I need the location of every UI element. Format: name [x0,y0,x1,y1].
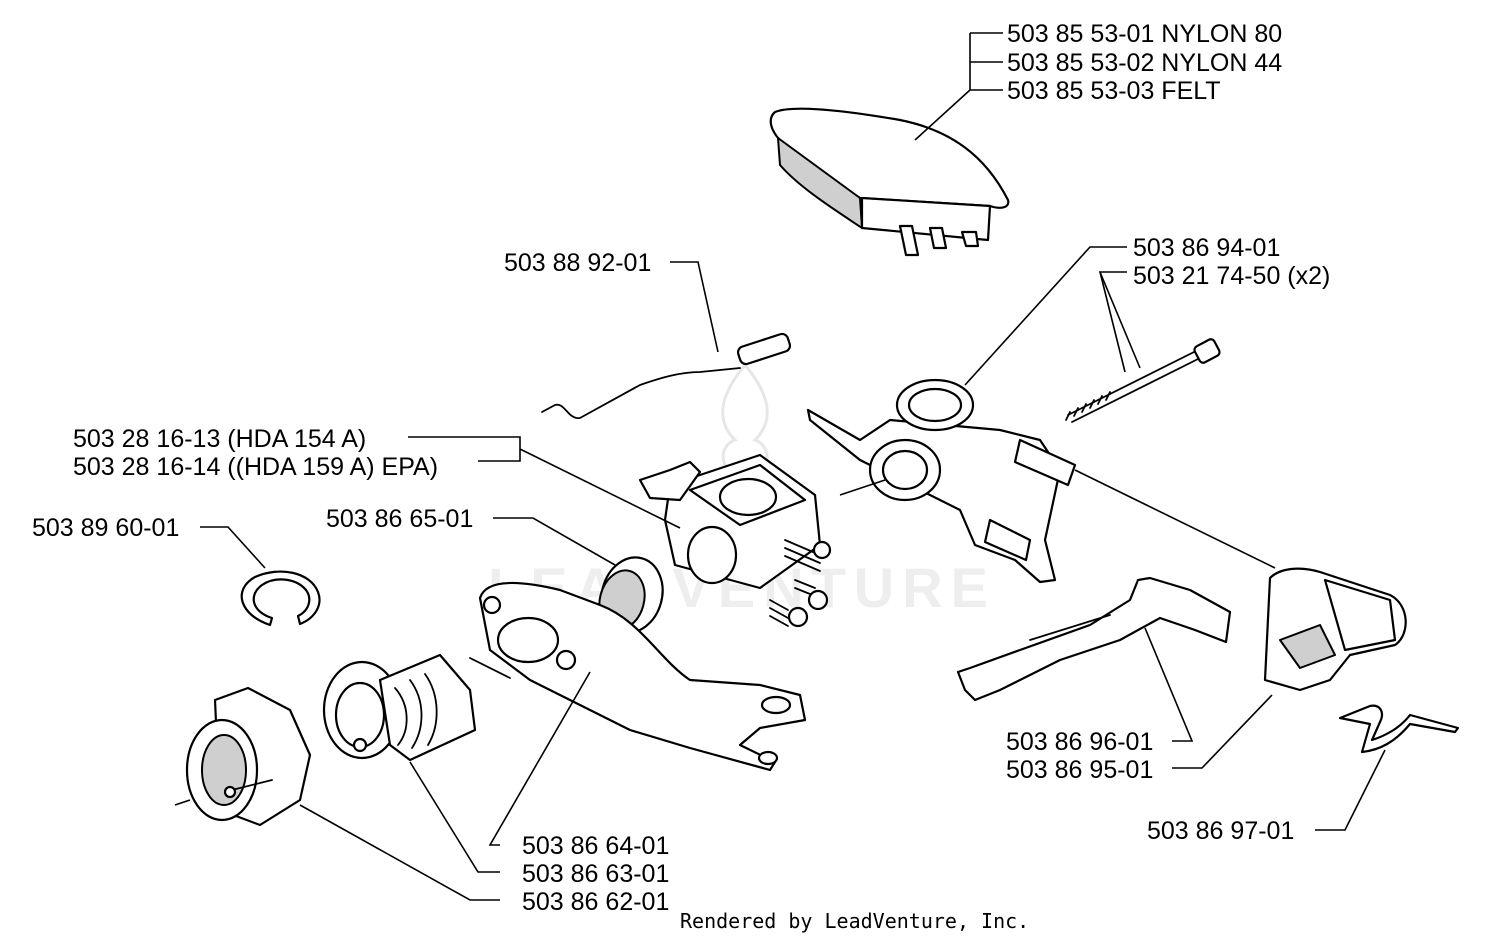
label-intake-adapter: 503 86 94-01 [1133,234,1280,262]
carburetor-part [638,453,832,628]
label-lever: 503 86 96-01 [1006,728,1153,756]
label-screw: 503 21 74-50 (x2) [1133,262,1330,290]
spring-part [1338,704,1460,754]
bolt-part [1065,338,1221,423]
label-boot: 503 86 63-01 [522,860,669,888]
label-ring: 503 89 60-01 [32,514,179,542]
render-credit: Rendered by LeadVenture, Inc. [680,909,1029,933]
part-labels: 503 85 53-01 NYLON 80 503 85 53-02 NYLON… [32,20,1330,916]
label-spring: 503 86 97-01 [1147,817,1294,845]
intake-adapter-part [806,378,1077,584]
flange-part [185,686,312,827]
label-bracket: 503 86 64-01 [522,832,669,860]
lever-part [956,576,1232,702]
intake-boot-part [322,653,477,762]
label-carb-a: 503 28 16-13 (HDA 154 A) [73,425,366,453]
label-flange: 503 86 62-01 [522,888,669,916]
choke-housing-part [1263,567,1407,692]
circlip-part [240,570,321,627]
label-carb-b: 503 28 16-14 ((HDA 159 A) EPA) [73,453,438,481]
bracket-part [469,581,807,772]
label-rod: 503 88 92-01 [504,249,651,277]
label-sleeve: 503 86 65-01 [326,505,473,533]
leader-lines [174,32,1386,901]
label-choke-housing: 503 86 95-01 [1006,756,1153,784]
label-filter-nylon80: 503 85 53-01 NYLON 80 [1007,20,1282,48]
label-filter-nylon44: 503 85 53-02 NYLON 44 [1007,49,1282,77]
label-filter-felt: 503 85 53-03 FELT [1007,77,1221,105]
air-filter-part [769,107,1010,257]
choke-rod-part [541,332,792,419]
